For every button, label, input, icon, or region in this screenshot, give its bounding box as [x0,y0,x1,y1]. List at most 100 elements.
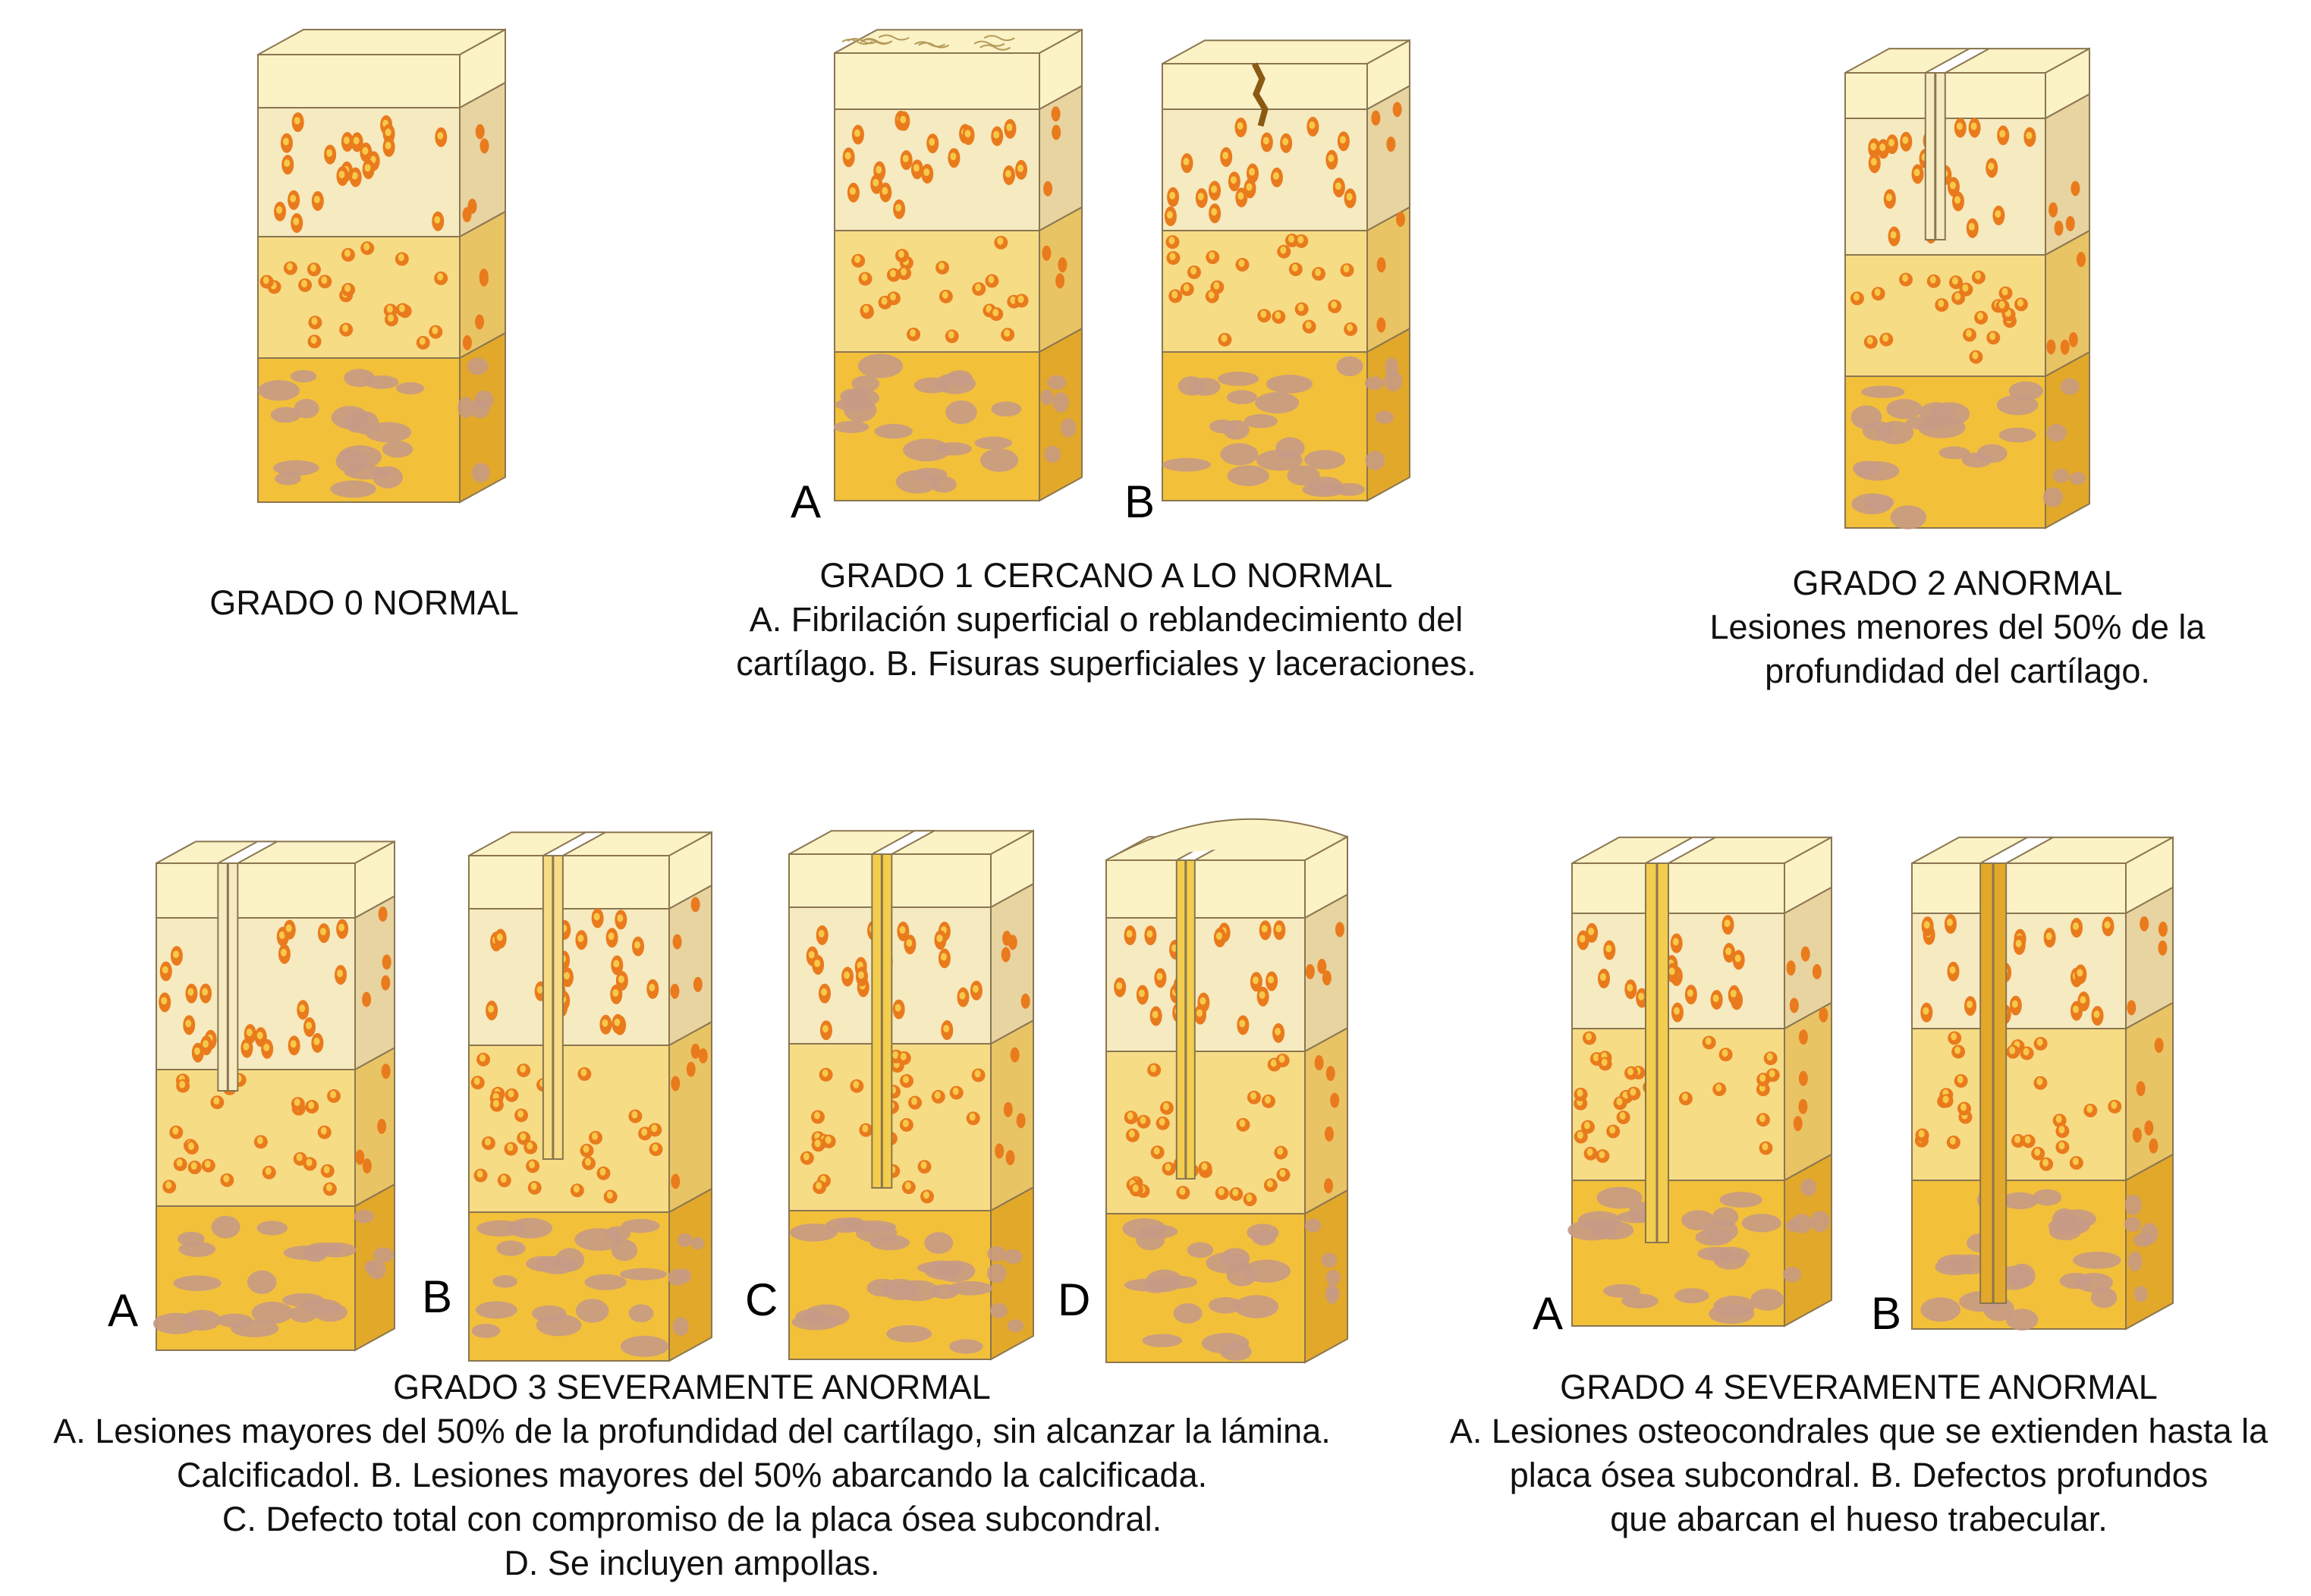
chondrocyte [468,199,477,214]
chondrocyte-nucleus [161,997,167,1004]
chondrocyte-nucleus [901,1053,907,1060]
bone-trabecula [1326,1287,1340,1299]
chondrocyte-nucleus [1767,1053,1773,1060]
block-top-surface [156,841,395,863]
chondrocyte-nucleus [614,1019,620,1026]
bone-trabecula [948,1281,993,1296]
chondrocyte-nucleus [434,216,440,224]
chondrocyte-nucleus [594,913,600,920]
chondrocyte [377,1119,386,1134]
chondrocyte-nucleus [1260,310,1266,318]
chondrocyte-nucleus [294,1098,300,1106]
chondrocyte-nucleus [517,1110,524,1117]
chondrocyte-nucleus [1018,295,1024,303]
chondrocyte-nucleus [1253,976,1259,984]
chondrocyte-nucleus [191,1162,197,1170]
chondrocyte-nucleus [1282,138,1288,146]
chondrocyte-nucleus [529,1161,535,1168]
chondrocyte-nucleus [1344,265,1350,272]
chondrocyte-nucleus [311,317,317,325]
chondrocyte-nucleus [1938,300,1944,307]
chondrocyte [1819,1007,1828,1023]
chondrocyte-nucleus [1871,158,1877,165]
chondrocyte-nucleus [1725,919,1731,927]
bone-trabecula [1742,1214,1781,1232]
chondrocyte [1315,1055,1324,1070]
chondrocyte-nucleus [819,930,825,938]
chondrocyte-nucleus [929,138,935,146]
chondrocyte-nucleus [1259,991,1266,999]
zone-side-superficial [1039,86,1082,231]
chondrocyte-nucleus [863,306,869,313]
chondrocyte [1058,257,1067,272]
chondrocyte-nucleus [652,1144,659,1151]
chondrocyte-nucleus [1159,1118,1165,1126]
chondrocyte-nucleus [2105,921,2111,928]
chondrocyte-nucleus [2036,1078,2042,1085]
bone-trabecula [1008,1319,1024,1332]
bone-trabecula [1853,460,1880,476]
chondrocyte [2159,922,2168,937]
chondrocyte-nucleus [1238,259,1244,267]
chondrocyte-nucleus [1888,139,1894,146]
bone-trabecula [365,1261,378,1274]
chondrocyte-nucleus [1870,143,1876,150]
chondrocyte-nucleus [1006,124,1012,131]
bone-trabecula [1044,446,1061,463]
chondrocyte [1055,273,1064,288]
bone-trabecula [903,438,951,461]
chondrocyte-nucleus [387,305,393,313]
chondrocyte-nucleus [437,273,443,281]
bone-trabecula [256,1221,288,1235]
chondrocyte [1376,317,1385,332]
chondrocyte-nucleus [1587,1148,1593,1156]
chondrocyte-nucleus [1999,301,2005,309]
bone-trabecula [1385,357,1399,377]
bone-trabecula [990,1303,1008,1318]
chondrocyte-nucleus [1715,1084,1721,1092]
chondrocyte-nucleus [950,152,956,160]
chondrocyte-nucleus [1221,335,1227,342]
chondrocyte-nucleus [2073,1006,2079,1013]
grade1-block-a [834,30,1082,501]
zone-surface [1162,64,1367,109]
chondrocyte-nucleus [310,264,316,272]
chondrocyte [480,138,489,153]
bone-trabecula [935,373,976,394]
chondrocyte-nucleus [172,1127,178,1135]
chondrocyte-nucleus [899,926,905,934]
chondrocyte-nucleus [1735,954,1741,962]
bone-trabecula [536,1256,577,1274]
chondrocyte [1052,125,1061,140]
bone-trabecula [496,1240,525,1255]
chondrocyte-nucleus [507,1144,513,1151]
chondrocyte-nucleus [338,924,344,932]
chondrocyte [1006,1150,1015,1165]
bone-trabecula [1864,495,1894,511]
bone-trabecula [987,1246,1006,1261]
chondrocyte-nucleus [858,971,864,979]
chondrocyte-nucleus [1179,1187,1185,1195]
chondrocyte-nucleus [321,1127,327,1135]
chondrocyte-nucleus [853,1081,859,1089]
chondrocyte-nucleus [1971,122,1977,130]
chondrocyte-nucleus [903,1120,909,1127]
chondrocyte-nucleus [2073,1158,2079,1165]
grade0-block [258,30,505,502]
chondrocyte-nucleus [1250,1092,1256,1100]
chondrocyte-nucleus [177,1159,183,1167]
chondrocyte-nucleus [266,1167,272,1175]
bone-trabecula [1719,1192,1762,1208]
chondrocyte-nucleus [1584,1122,1590,1129]
chondrocyte-nucleus [854,130,860,137]
grade2-line2: profundidad del cartílago. [1639,649,2276,693]
bone-trabecula [1783,1267,1801,1283]
chondrocyte-nucleus [1950,966,1956,974]
zone-side-superficial [1367,86,1410,231]
chondrocyte-nucleus [1989,332,1995,340]
chondrocyte [379,906,388,922]
chondrocyte-nucleus [432,327,438,335]
chondrocyte [382,954,391,969]
chondrocyte-nucleus [1950,1137,1956,1145]
chondrocyte-nucleus [2023,1048,2030,1055]
